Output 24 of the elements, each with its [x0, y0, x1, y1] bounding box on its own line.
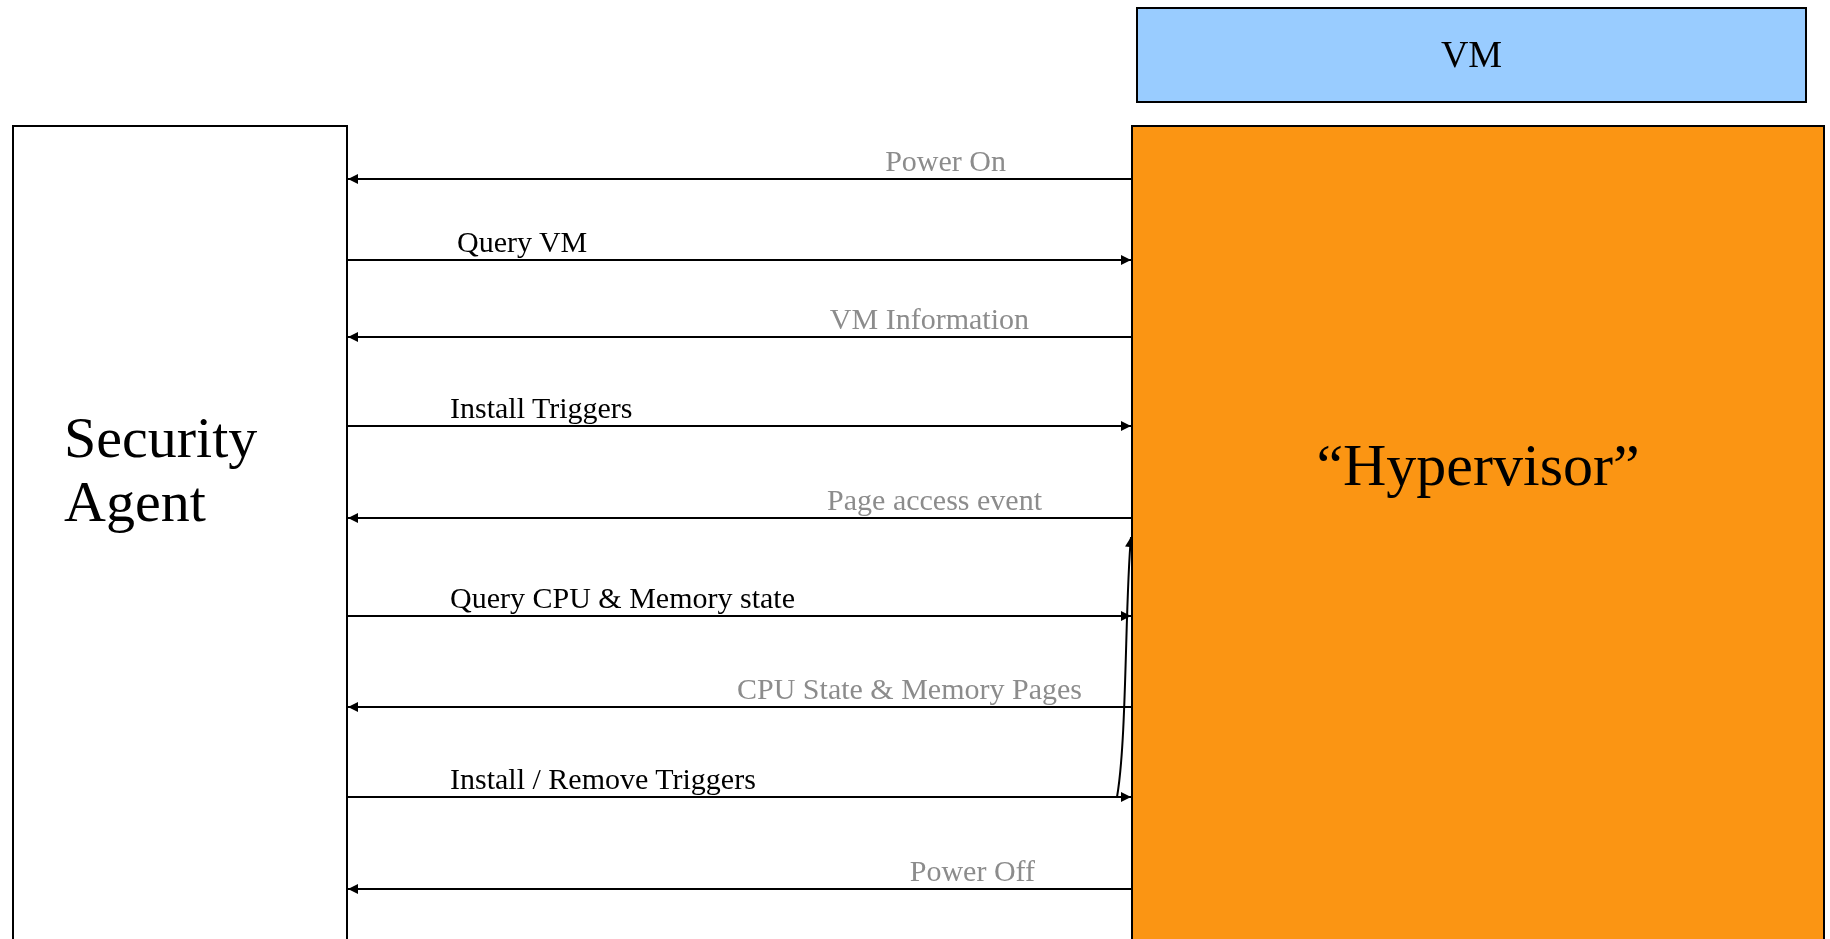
agent-box [12, 125, 348, 939]
hypervisor-box [1131, 125, 1825, 939]
arrow [347, 702, 1132, 712]
edge-label: Power On [885, 146, 1006, 176]
edge-label: Page access event [827, 485, 1042, 515]
edge-label: Install / Remove Triggers [450, 764, 756, 794]
arrow [347, 884, 1132, 894]
edge-label: Query CPU & Memory state [450, 583, 795, 613]
arrow [347, 174, 1132, 184]
vm-box [1136, 7, 1807, 103]
arrow [347, 255, 1132, 265]
node-label: “Hypervisor” [1316, 432, 1640, 498]
arrow [347, 421, 1132, 431]
edge-label: VM Information [829, 304, 1029, 334]
edge-label: Query VM [457, 227, 588, 257]
arrow [347, 611, 1132, 621]
arrow [347, 792, 1132, 802]
node-label: Security Agent [64, 406, 259, 534]
arrow [347, 332, 1132, 342]
arrow [347, 513, 1132, 523]
edge-label: Power Off [909, 856, 1035, 886]
edge-label: CPU State & Memory Pages [737, 674, 1082, 704]
edge-label: Install Triggers [450, 393, 633, 423]
node-label: VM [1440, 34, 1503, 76]
